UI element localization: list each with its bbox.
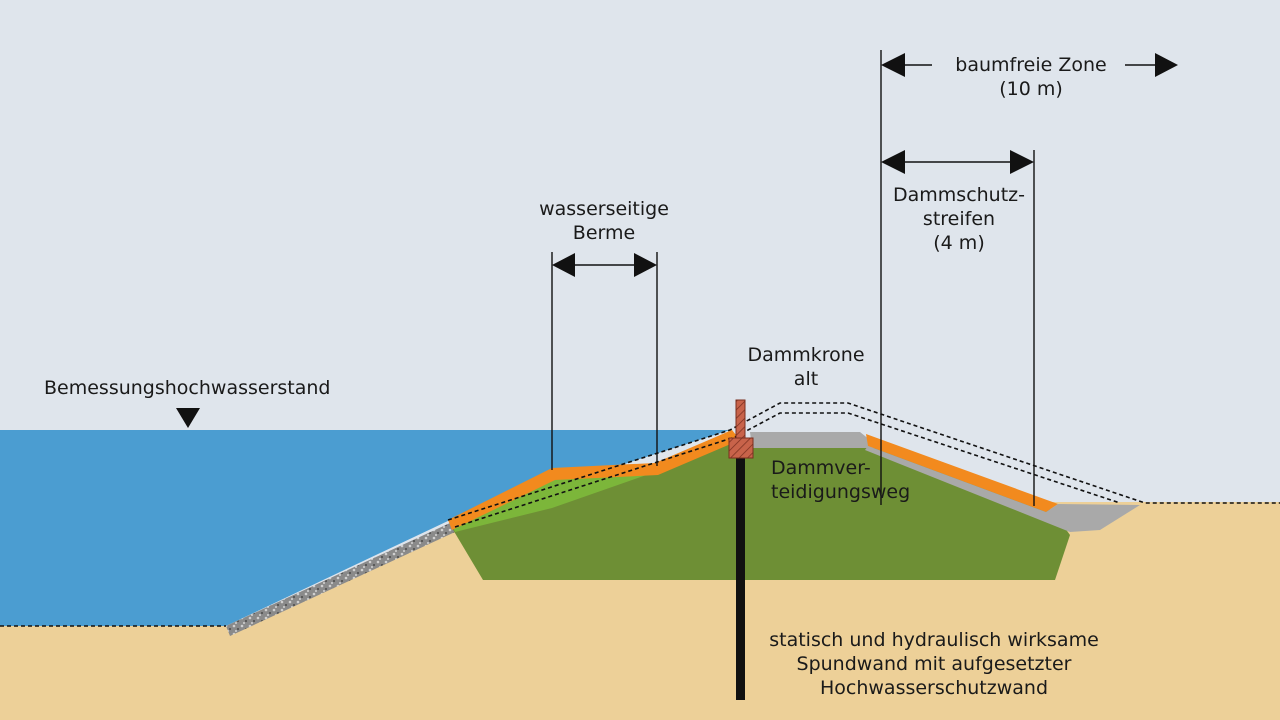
sheet-pile-wall (736, 455, 745, 700)
tree-free-zone-left-arrow-icon (881, 53, 905, 77)
tree-free-zone-label: baumfreie Zone (10 m) (955, 53, 1106, 101)
sheet-pile-label: statisch und hydraulisch wirksame Spundw… (769, 628, 1099, 700)
old-dam-crest-label: Dammkrone alt (747, 343, 864, 391)
protection-strip-right-arrow-icon (1010, 150, 1034, 174)
old-dam-profile-lower (454, 412, 1121, 528)
protection-strip-left-arrow-icon (881, 150, 905, 174)
design-flood-level-label: Bemessungshochwasserstand (44, 377, 331, 399)
dam-defense-path-label: Dammver- teidigungsweg (771, 456, 910, 504)
water-side-berm-label-line2: Berme (572, 222, 636, 244)
berm-left-arrow-icon (552, 253, 575, 277)
defense-path-crest (750, 432, 880, 448)
old-dam-crest-label-line2: alt (793, 368, 819, 390)
sheet-pile-label-line1: statisch und hydraulisch wirksame (769, 629, 1099, 651)
sheet-pile-label-line2: Spundwand mit aufgesetzter (796, 653, 1072, 675)
dam-protection-strip-label-line2: streifen (922, 208, 996, 230)
dam-protection-strip-label: Dammschutz- streifen (4 m) (893, 183, 1025, 255)
sheet-pile-label-line3: Hochwasserschutzwand (819, 677, 1049, 699)
berm-right-arrow-icon (634, 253, 657, 277)
berm-fill (452, 473, 652, 532)
dam-core (452, 440, 1070, 580)
old-dam-profile-upper (447, 402, 1280, 521)
old-dam-crest-label-line1: Dammkrone (747, 344, 865, 366)
tree-free-zone-label-line2: (10 m) (999, 78, 1063, 100)
gravel-revetment (226, 523, 455, 636)
tree-free-zone-right-arrow-icon (1155, 53, 1178, 77)
defense-path-land-side (865, 446, 1140, 532)
dam-defense-path-label-line2: teidigungsweg (771, 481, 911, 503)
protection-strip-land-side (866, 434, 1058, 512)
water-level-marker-icon (176, 408, 200, 428)
protection-strip-water-side (448, 430, 740, 530)
water-side-berm-label: wasserseitige Berme (539, 197, 669, 245)
flood-protection-wall (735, 399, 746, 439)
dam-defense-path-label-line1: Dammver- (771, 457, 871, 479)
water-side-berm-label-line1: wasserseitige (539, 198, 669, 220)
tree-free-zone-label-line1: baumfreie Zone (955, 54, 1107, 76)
dam-protection-strip-label-line1: Dammschutz- (893, 184, 1025, 206)
flood-protection-wall-base (728, 437, 754, 459)
dam-protection-strip-label-line3: (4 m) (933, 232, 985, 254)
